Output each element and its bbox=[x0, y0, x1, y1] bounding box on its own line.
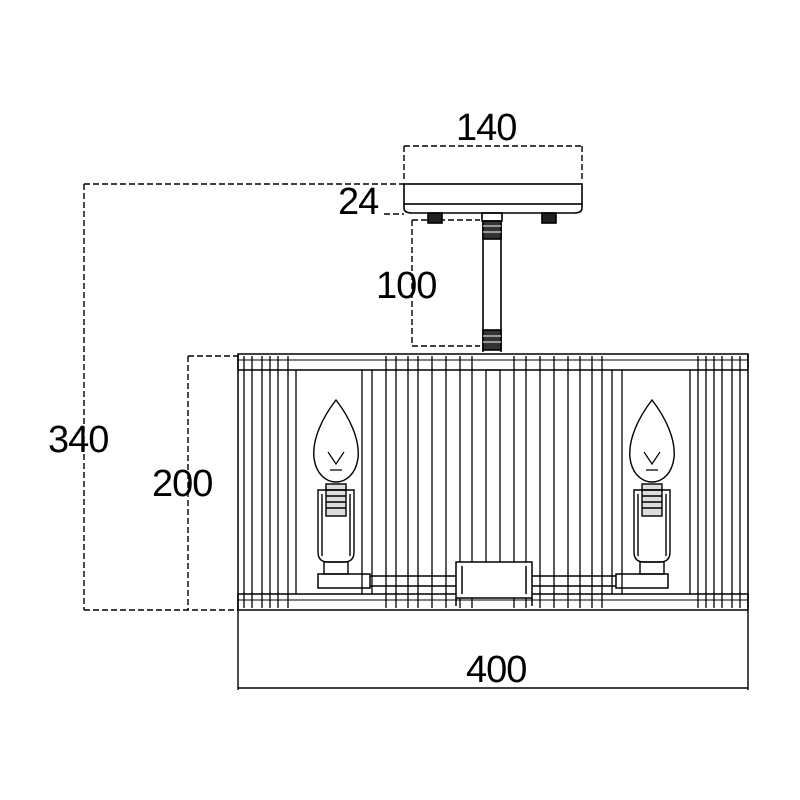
canopy-base bbox=[403, 204, 583, 214]
downrod-thread-bottom bbox=[482, 329, 502, 351]
dim-400 bbox=[237, 610, 749, 690]
arm-right-plate bbox=[615, 573, 669, 589]
canopy-plate bbox=[403, 183, 583, 205]
candle-flame-left bbox=[313, 398, 359, 483]
canopy bbox=[403, 183, 583, 224]
canopy-screw-right bbox=[541, 212, 557, 224]
bulb-right bbox=[629, 398, 675, 575]
dimension-lines bbox=[83, 145, 583, 611]
bulb-base-right bbox=[641, 483, 663, 517]
bulb-left bbox=[313, 398, 359, 575]
downrod-thread-top bbox=[482, 220, 502, 240]
center-bar bbox=[485, 369, 501, 595]
central-hub bbox=[455, 561, 533, 599]
dim-label-400: 400 bbox=[466, 649, 526, 691]
candle-flame-right bbox=[629, 398, 675, 483]
downrod bbox=[482, 220, 502, 352]
dim-label-200: 200 bbox=[152, 463, 212, 505]
bulb-base-left bbox=[325, 483, 347, 517]
canopy-collar bbox=[481, 212, 503, 222]
dim-label-24: 24 bbox=[338, 181, 379, 223]
dim-label-100: 100 bbox=[376, 265, 436, 307]
canopy-screw-left bbox=[427, 212, 443, 224]
shade-top-ring bbox=[237, 353, 749, 371]
dim-label-340: 340 bbox=[48, 419, 108, 461]
dim-label-140: 140 bbox=[456, 107, 516, 149]
arm-assembly bbox=[317, 561, 669, 606]
